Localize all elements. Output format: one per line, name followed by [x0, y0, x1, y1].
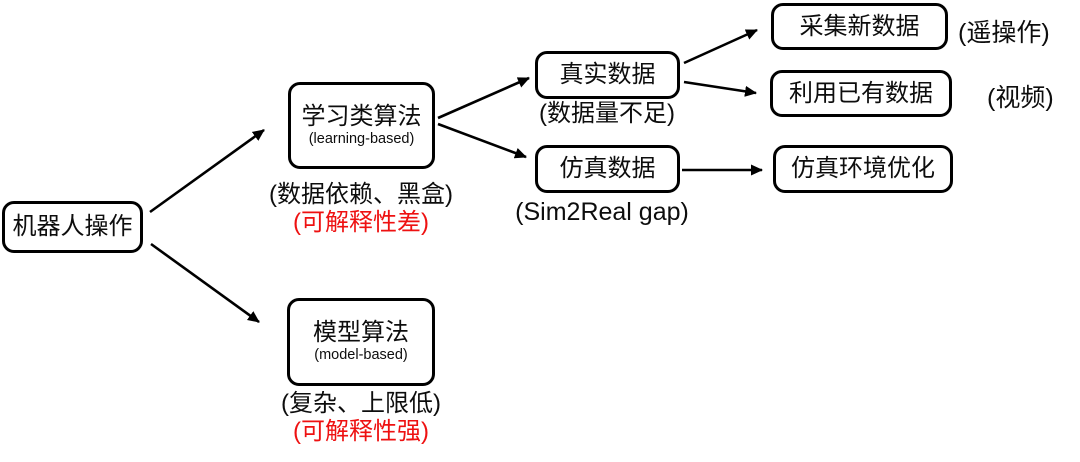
note-model-plain: (复杂、上限低)	[281, 390, 441, 417]
node-collect-new-data-label: 采集新数据	[799, 12, 920, 40]
node-collect-new-data: 采集新数据	[771, 3, 948, 50]
note-real-data-text: (数据量不足)	[539, 100, 675, 127]
node-robot-manipulation: 机器人操作	[2, 201, 143, 253]
annotation-teleoperation: (遥操作)	[958, 19, 1050, 47]
node-use-existing-data: 利用已有数据	[770, 70, 952, 117]
arrow-real-to-existing	[683, 80, 757, 97]
note-sim-data-text: (Sim2Real gap)	[515, 198, 689, 226]
node-use-existing-data-label: 利用已有数据	[789, 79, 933, 107]
annotation-video: (视频)	[987, 84, 1054, 112]
note-sim-data: (Sim2Real gap)	[502, 198, 702, 227]
node-sim-env-optimization: 仿真环境优化	[773, 145, 953, 193]
arrow-learning-to-sim	[437, 122, 527, 159]
node-learning-based: 学习类算法 (learning-based)	[288, 82, 435, 169]
node-real-data: 真实数据	[535, 51, 680, 99]
arrow-root-to-model	[150, 242, 260, 324]
node-sim-env-optimization-label: 仿真环境优化	[791, 155, 935, 183]
note-learning-plain: (数据依赖、黑盒)	[269, 181, 453, 208]
node-robot-manipulation-label: 机器人操作	[12, 213, 133, 241]
node-model-based-sublabel: (model-based)	[314, 347, 408, 364]
note-learning-emphasis: (可解释性差)	[293, 208, 429, 236]
node-model-based-label: 模型算法	[313, 319, 409, 347]
node-learning-based-sublabel: (learning-based)	[308, 130, 415, 147]
note-model-emphasis: (可解释性强)	[293, 417, 429, 445]
arrow-real-to-collect	[683, 28, 758, 65]
node-real-data-label: 真实数据	[559, 61, 656, 89]
note-learning-based: (数据依赖、黑盒) (可解释性差)	[241, 181, 481, 237]
note-model-based: (复杂、上限低) (可解释性强)	[241, 390, 481, 446]
note-real-data: (数据量不足)	[505, 100, 709, 128]
node-model-based: 模型算法 (model-based)	[287, 298, 435, 386]
node-sim-data-label: 仿真数据	[559, 155, 656, 183]
node-learning-based-label: 学习类算法	[301, 102, 422, 130]
node-sim-data: 仿真数据	[535, 145, 680, 193]
